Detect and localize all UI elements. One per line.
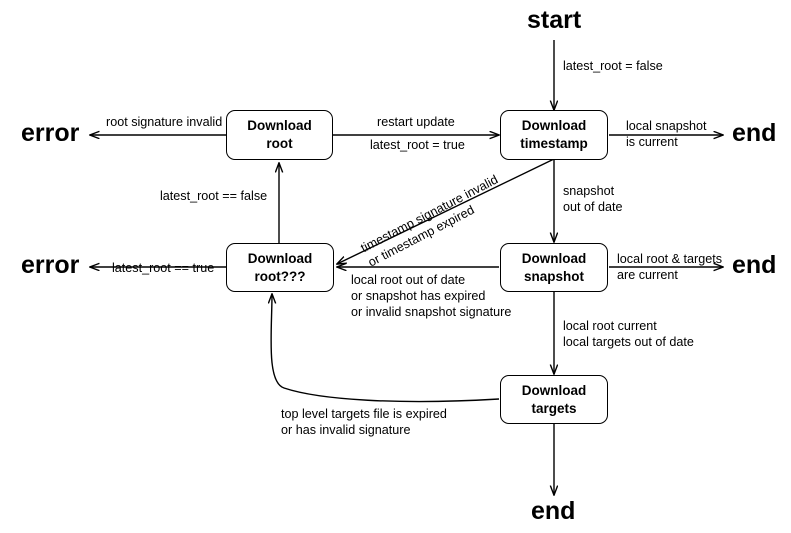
edge-label-snapshot-to-end: local root & targets are current (617, 252, 722, 283)
terminal-error-top: error (21, 119, 80, 147)
node-download-timestamp-label: Download timestamp (520, 117, 588, 153)
edge-label-timestamp-to-rootq: timestamp signature invalid or timestamp… (358, 172, 501, 270)
edge-label-start-to-timestamp: latest_root = false (563, 59, 663, 73)
node-download-snapshot-line1: Download (521, 250, 587, 266)
node-download-root-question-line2: root??? (254, 268, 306, 284)
edge-label-rootq-to-root: latest_root == false (160, 189, 268, 203)
terminal-end-top: end (732, 119, 777, 147)
edge-label-root-to-timestamp-restart: restart update (377, 115, 455, 129)
edge-label-root-to-error: root signature invalid (106, 115, 223, 129)
node-download-targets[interactable]: Download targets (500, 375, 608, 424)
node-download-root-question-label: Download root??? (248, 250, 313, 286)
node-download-timestamp-line2: timestamp (520, 136, 588, 151)
node-download-root-question-line1: Download (247, 250, 313, 266)
node-download-root-line2: root (266, 136, 293, 151)
node-download-root-line1: Download (247, 118, 312, 134)
edge-label-root-to-timestamp-latest-root: latest_root = true (370, 138, 465, 152)
edge-label-snapshot-to-rootq: local root out of date or snapshot has e… (351, 273, 512, 320)
terminal-start: start (527, 6, 582, 34)
node-download-targets-label: Download targets (522, 382, 587, 418)
terminal-end-middle: end (732, 251, 777, 279)
edge-label-timestamp-to-end: local snapshot is current (626, 119, 707, 150)
node-download-root-label: Download root (247, 117, 312, 153)
edge-label-snapshot-to-targets: local root current local targets out of … (563, 319, 694, 350)
edge-label-rootq-to-error: latest_root == true (112, 261, 215, 275)
node-download-snapshot[interactable]: Download snapshot (500, 243, 608, 292)
terminal-error-middle: error (21, 251, 80, 279)
node-download-snapshot-label: Download snapshot (522, 250, 587, 286)
node-download-timestamp[interactable]: Download timestamp (500, 110, 608, 160)
node-download-snapshot-line2: snapshot (523, 268, 584, 284)
node-download-root[interactable]: Download root (226, 110, 333, 160)
node-download-targets-line1: Download (521, 382, 587, 398)
terminal-end-bottom: end (531, 497, 576, 525)
edge-label-targets-to-rootq: top level targets file is expired or has… (281, 407, 447, 438)
node-download-timestamp-line1: Download (521, 118, 587, 134)
node-download-root-question[interactable]: Download root??? (226, 243, 334, 292)
edge-label-timestamp-to-snapshot: snapshot out of date (563, 184, 623, 215)
node-download-targets-line2: targets (531, 400, 577, 416)
